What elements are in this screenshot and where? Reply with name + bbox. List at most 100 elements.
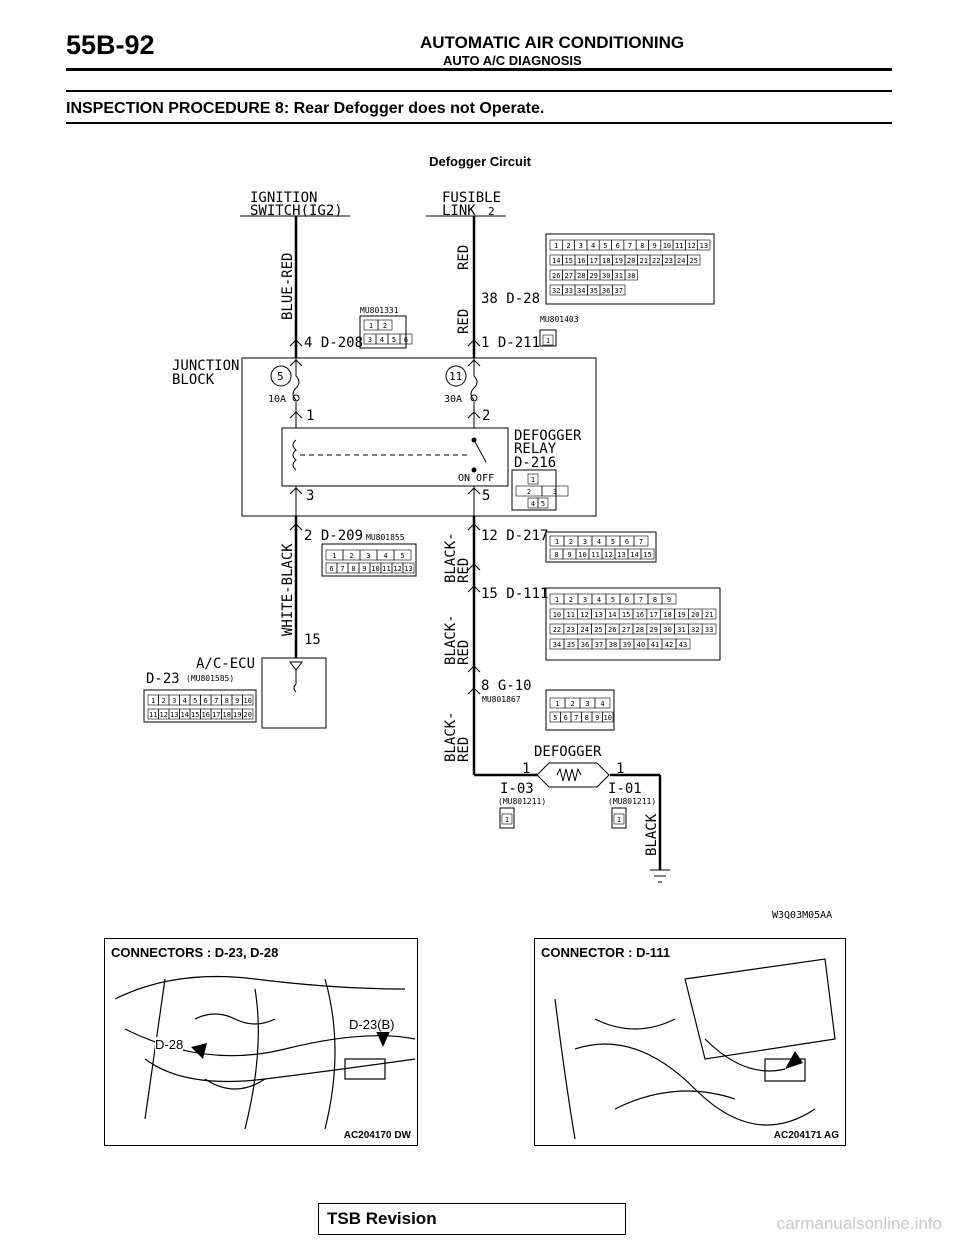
connector-d111-pin: 6	[625, 596, 629, 604]
photo-right-code: AC204171 AG	[773, 1130, 839, 1141]
connector-d28-pin: 8	[640, 242, 644, 250]
connector-d208-pin: 1	[369, 322, 373, 330]
connector-d209-pin: 6	[329, 565, 333, 573]
connector-d28-pin: 5	[603, 242, 607, 250]
connector-d28-pin: 37	[615, 287, 623, 295]
connector-d111-pin: 9	[667, 596, 671, 604]
connector-d28-pin: 28	[577, 272, 585, 280]
connector-d28-pin: 6	[616, 242, 620, 250]
wire-black-red-3a: BLACK-	[443, 711, 459, 762]
procedure-rule-bottom	[66, 122, 892, 124]
connector-d23-pin: 20	[244, 711, 252, 719]
mu801331-label: MU801331	[360, 306, 399, 315]
connector-d111-cell	[701, 623, 717, 635]
connector-d217-pin: 2	[569, 538, 573, 546]
connector-d23-pin: 19	[233, 711, 241, 719]
connector-d28-pin: 10	[663, 242, 671, 250]
connector-d111-cell	[701, 608, 717, 620]
connector-g10-cell	[594, 697, 611, 709]
connector-d111-pin: 25	[594, 626, 602, 634]
section-subtitle: AUTO A/C DIAGNOSIS	[443, 53, 582, 68]
photo-connector-d111: CONNECTOR : D-111 AC204171 AG	[534, 938, 846, 1146]
fuse-30a-label: 30A	[444, 394, 462, 405]
defogger-pin-right: 1	[616, 761, 624, 777]
wire-black-red-1b: RED	[456, 558, 472, 583]
fusible-link-label-1: FUSIBLE	[442, 190, 501, 206]
connector-d111-pin: 22	[553, 626, 561, 634]
connector-d217-cell	[640, 548, 655, 560]
connector-d111-cell	[675, 638, 691, 650]
connector-d23-pin: 8	[225, 697, 229, 705]
watermark: carmanualsonline.info	[776, 1214, 942, 1233]
connector-d28-pin: 20	[627, 257, 635, 265]
connector-d111-pin: 17	[650, 611, 658, 619]
photo-connectors-d23-d28: CONNECTORS : D-23, D-28 D-28 D-23(B) AC2…	[104, 938, 418, 1146]
header-rule	[66, 68, 892, 71]
connector-d28-pin: 21	[640, 257, 648, 265]
connector-d217-pin: 5	[611, 538, 615, 546]
connector-d23-pin: 17	[212, 711, 220, 719]
connector-d23-cell	[242, 694, 254, 706]
connector-d28-pin: 27	[565, 272, 573, 280]
connector-d28-pin: 14	[552, 257, 560, 265]
connector-d217-pin: 12	[604, 551, 612, 559]
connector-g10-pin: 8	[585, 714, 589, 722]
connector-i03-label: I-03	[500, 781, 534, 797]
connector-d23-cell	[242, 708, 254, 720]
connector-i03-pin: 1	[505, 816, 509, 824]
connector-d209-pin: 1	[332, 552, 336, 560]
connector-d28-pin: 1	[554, 242, 558, 250]
connector-d211-pin: 1	[546, 337, 550, 345]
connector-d23-pin: 7	[214, 697, 218, 705]
connector-d209-pin: 9	[362, 565, 366, 573]
connector-d217-pin: 15	[643, 551, 651, 559]
ignition-switch-label-2: SWITCH(IG2)	[250, 203, 343, 219]
connector-d111-pin: 27	[622, 626, 630, 634]
connector-d111-pin: 35	[567, 641, 575, 649]
connector-d23-pin: 11	[149, 711, 157, 719]
connector-d111-pin: 1	[555, 596, 559, 604]
connector-d28-cell	[624, 269, 638, 281]
connector-d216-pin: 3	[553, 488, 557, 496]
connector-d28-pin: 4	[591, 242, 595, 250]
connector-d28-pin: 13	[700, 242, 708, 250]
connector-d23-pin: 16	[202, 711, 210, 719]
mu801403-label: MU801403	[540, 315, 579, 324]
connector-d23-pin: 2	[162, 697, 166, 705]
connector-d111-pin: 26	[608, 626, 616, 634]
connector-d28-pin: 24	[677, 257, 685, 265]
connector-d111-pin: 23	[567, 626, 575, 634]
pin-1-d211: 1 D-211	[481, 335, 540, 351]
connector-d111-pin: 36	[581, 641, 589, 649]
tsb-revision-box: TSB Revision	[318, 1203, 626, 1235]
connector-d28-cell	[612, 284, 626, 296]
connector-g10-pin: 7	[574, 714, 578, 722]
connector-d28-pin: 22	[652, 257, 660, 265]
connector-i03-cell	[501, 813, 513, 825]
connector-d111-pin: 39	[623, 641, 631, 649]
connector-d111-pin: 29	[650, 626, 658, 634]
connector-d28-cell	[697, 239, 711, 251]
defogger-pin-left: 1	[522, 761, 530, 777]
connector-d111-pin: 32	[691, 626, 699, 634]
diagram-title: Defogger Circuit	[429, 154, 531, 169]
connector-d28-pin: 36	[602, 287, 610, 295]
tsb-revision-label: TSB Revision	[327, 1209, 437, 1228]
connector-g10-pin: 9	[595, 714, 599, 722]
pin-8-g10: 8 G-10	[481, 678, 532, 694]
connector-d28-pin: 31	[615, 272, 623, 280]
connector-d209-cell	[393, 549, 412, 561]
junction-block-label-2: BLOCK	[172, 372, 215, 388]
connector-d111-pin: 4	[597, 596, 601, 604]
procedure-rule-top	[66, 90, 892, 92]
connector-g10-pin: 5	[553, 714, 557, 722]
connector-d111-pin: 43	[679, 641, 687, 649]
jb-pin-3: 3	[306, 488, 314, 504]
connector-d217-pin: 7	[639, 538, 643, 546]
connector-d208-pin: 5	[392, 336, 396, 344]
connector-d111-cell	[661, 593, 677, 605]
callout-d23b: D-23(B)	[349, 1017, 395, 1032]
connector-g10-pin: 10	[604, 714, 612, 722]
connector-d111-pin: 5	[611, 596, 615, 604]
connector-d28-pin: 3	[579, 242, 583, 250]
